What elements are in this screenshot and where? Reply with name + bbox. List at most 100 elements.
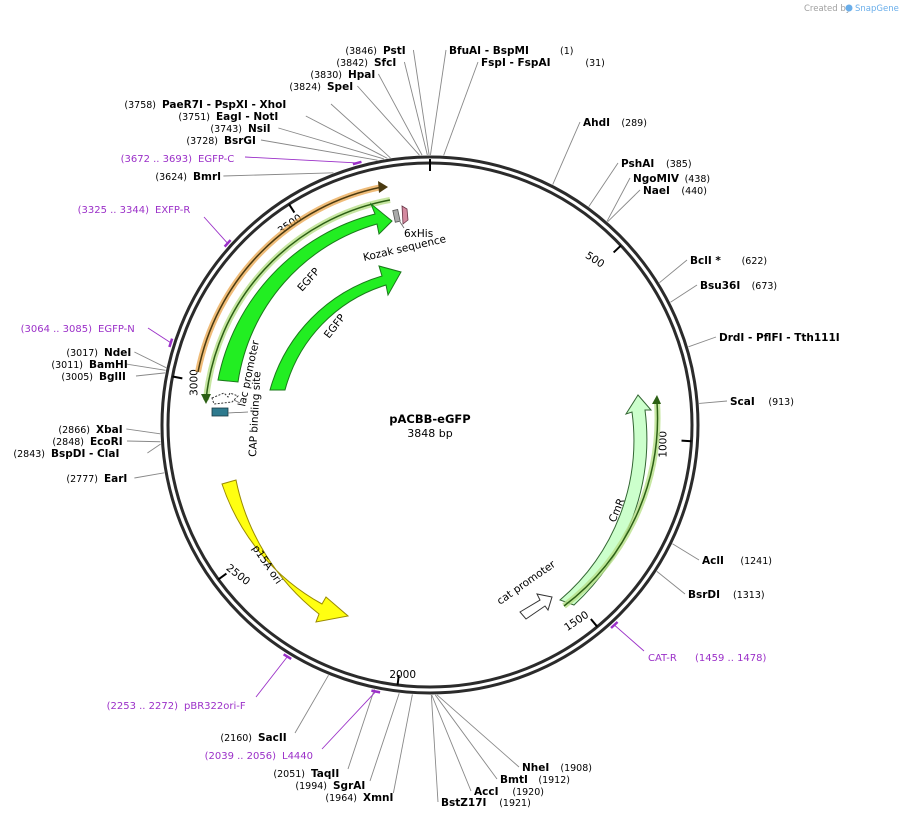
enzyme-site[interactable]: AhdI(289) bbox=[583, 117, 647, 129]
enzyme-site[interactable]: EarI(2777) bbox=[66, 473, 127, 485]
leader-line bbox=[659, 259, 688, 284]
leader-line bbox=[443, 61, 479, 156]
leader-line bbox=[260, 139, 378, 161]
enzyme-position: (3624) bbox=[155, 172, 187, 183]
enzyme-site[interactable]: PshAI(385) bbox=[621, 158, 692, 170]
enzyme-name: NdeI bbox=[104, 347, 131, 359]
enzyme-name: EcoRI bbox=[90, 436, 123, 448]
enzyme-site[interactable]: BamHI(3011) bbox=[51, 359, 127, 371]
bp-tick-label-2500: 2500 bbox=[224, 562, 252, 588]
leader-line bbox=[656, 571, 686, 595]
enzyme-site[interactable]: ScaI(913) bbox=[730, 396, 794, 408]
leader-line bbox=[223, 172, 334, 177]
primer[interactable]: pBR322ori-F(2253 .. 2272) bbox=[107, 701, 246, 712]
enzyme-site[interactable]: PaeR7I - PspXI - XhoI(3758) bbox=[124, 99, 286, 111]
enzyme-position: (3743) bbox=[210, 124, 242, 135]
enzyme-name: BglII bbox=[99, 371, 126, 383]
enzyme-site[interactable]: EagI - NotI(3751) bbox=[178, 111, 278, 123]
enzyme-site[interactable]: Bsu36I(673) bbox=[700, 280, 777, 292]
enzyme-position: (3824) bbox=[289, 82, 321, 93]
enzyme-site[interactable]: FspI - FspAI(31) bbox=[481, 57, 605, 69]
enzyme-name: XmnI bbox=[363, 792, 393, 804]
leader-lines bbox=[125, 49, 728, 803]
backbone-outer-strand bbox=[160, 155, 700, 695]
enzyme-name: AclI bbox=[702, 555, 724, 567]
lac-promoter-leader bbox=[233, 399, 241, 404]
enzyme-site[interactable]: BsrGI(3728) bbox=[186, 135, 256, 147]
6xhis-label: 6xHis bbox=[404, 228, 433, 240]
plasmid-name: pACBB-eGFP bbox=[389, 412, 470, 426]
enzyme-site[interactable]: BspDI - ClaI(2843) bbox=[13, 448, 119, 460]
enzyme-name: AccI bbox=[474, 786, 498, 798]
leader-line bbox=[606, 177, 631, 222]
enzyme-site[interactable]: HpaI(3830) bbox=[310, 69, 375, 81]
primer-name: L4440 bbox=[282, 751, 313, 762]
enzyme-site[interactable]: XbaI(2866) bbox=[58, 424, 122, 436]
enzyme-site[interactable]: BfuAI - BspMI(1) bbox=[449, 45, 573, 57]
primer-site-marker bbox=[168, 338, 174, 348]
enzyme-site[interactable]: SgrAI (1994) bbox=[295, 780, 365, 792]
primer-name: pBR322ori-F bbox=[184, 701, 246, 712]
kozak-marker bbox=[401, 205, 409, 225]
bp-tick-label-500: 500 bbox=[583, 250, 606, 271]
enzyme-name: BspDI - ClaI bbox=[51, 448, 119, 460]
enzyme-name: SgrAI bbox=[333, 780, 365, 792]
primer-site-marker bbox=[371, 689, 381, 694]
enzyme-site[interactable]: AccI (1920) bbox=[474, 786, 544, 798]
enzyme-site[interactable]: AclI(1241) bbox=[702, 555, 772, 567]
primer[interactable]: EGFP-C(3672 .. 3693) bbox=[121, 154, 235, 165]
primer-name: EXFP-R bbox=[155, 205, 190, 216]
enzyme-site[interactable]: BmtI(1912) bbox=[500, 774, 570, 786]
enzyme-site[interactable]: DrdI - PflFI - Tth111I(782) bbox=[719, 332, 902, 344]
enzyme-site[interactable]: EcoRI(2848) bbox=[52, 436, 122, 448]
plasmid-length: 3848 bp bbox=[407, 427, 452, 440]
primer-range: (2039 .. 2056) bbox=[205, 751, 277, 762]
bp-tick-label-2000: 2000 bbox=[389, 669, 416, 681]
enzyme-site[interactable]: BmrI (3624) bbox=[155, 171, 221, 183]
enzyme-site[interactable]: SfcI(3842) bbox=[336, 57, 396, 69]
bp-tick-3000 bbox=[172, 375, 183, 380]
enzyme-name: BsrDI bbox=[688, 589, 720, 601]
enzyme-site[interactable]: BglII(3005) bbox=[61, 371, 126, 383]
enzyme-name: BmrI bbox=[193, 171, 221, 183]
enzyme-site[interactable]: NaeI(440) bbox=[643, 185, 707, 197]
primer-leader bbox=[203, 216, 228, 244]
leader-line bbox=[392, 694, 413, 794]
primer[interactable]: L4440 (2039 .. 2056) bbox=[205, 751, 313, 762]
enzyme-position: (1908) bbox=[560, 763, 592, 774]
enzyme-site[interactable]: TaqII(2051) bbox=[273, 768, 339, 780]
bp-tick-label-1500: 1500 bbox=[562, 609, 591, 634]
enzyme-site[interactable]: BstZ17I(1921) bbox=[441, 797, 531, 809]
primer-leader bbox=[614, 624, 645, 652]
primer-range: (3672 .. 3693) bbox=[121, 154, 193, 165]
enzyme-name: ScaI bbox=[730, 396, 755, 408]
enzyme-site[interactable]: NdeI (3017) bbox=[66, 347, 131, 359]
enzyme-site[interactable]: XmnI(1964) bbox=[325, 792, 393, 804]
enzyme-position: (1994) bbox=[295, 781, 327, 792]
enzyme-site[interactable]: PstI(3846) bbox=[345, 45, 405, 57]
enzyme-name: SacII bbox=[258, 732, 287, 744]
cat-promoter-arrow bbox=[519, 593, 553, 620]
leader-line bbox=[147, 443, 161, 454]
p15a-ori-label: p15A ori bbox=[250, 543, 285, 586]
primer-site-marker bbox=[282, 653, 292, 660]
primer-leader bbox=[321, 691, 377, 750]
lac-promoter-marker bbox=[211, 392, 239, 405]
bp-tick-1500 bbox=[590, 618, 599, 628]
enzyme-site[interactable]: BsrDI(1313) bbox=[688, 589, 765, 601]
enzyme-name: NheI bbox=[522, 762, 549, 774]
enzyme-name: BclI * bbox=[690, 255, 721, 267]
enzyme-site[interactable]: NgoMIV(438) bbox=[633, 173, 710, 185]
enzyme-site[interactable]: SacII(2160) bbox=[220, 732, 286, 744]
primer[interactable]: CAT-R(1459 .. 1478) bbox=[648, 653, 767, 664]
enzyme-position: (3017) bbox=[66, 348, 98, 359]
enzyme-position: (1920) bbox=[512, 787, 544, 798]
primer[interactable]: EGFP-N(3064 .. 3085) bbox=[21, 324, 135, 335]
enzyme-site[interactable]: SpeI(3824) bbox=[289, 81, 353, 93]
enzyme-name: EarI bbox=[104, 473, 127, 485]
enzyme-site[interactable]: BclI *(622) bbox=[690, 255, 767, 267]
primer[interactable]: EXFP-R(3325 .. 3344) bbox=[78, 205, 191, 216]
enzyme-site[interactable]: NheI (1908) bbox=[522, 762, 592, 774]
enzyme-site[interactable]: NsiI(3743) bbox=[210, 123, 270, 135]
